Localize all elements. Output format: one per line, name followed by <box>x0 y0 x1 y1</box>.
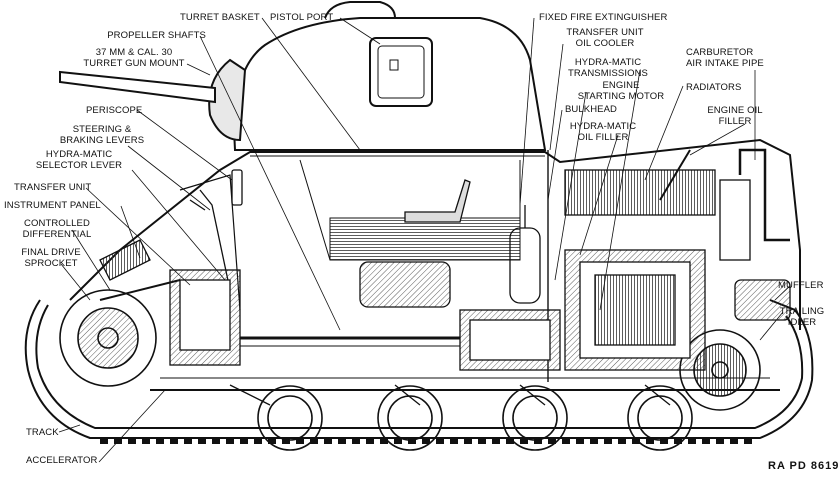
label-muffler: MUFFLER <box>778 280 824 291</box>
track-link <box>478 438 486 444</box>
track-link <box>156 438 164 444</box>
track-link <box>702 438 710 444</box>
label-fixed-fire-extinguisher: FIXED FIRE EXTINGUISHER <box>539 12 668 23</box>
track-link <box>520 438 528 444</box>
final-drive-sprocket <box>59 289 157 387</box>
track-link <box>128 438 136 444</box>
track-link <box>492 438 500 444</box>
label-turret-gun-mount: 37 MM & CAL. 30 TURRET GUN MOUNT <box>83 47 185 69</box>
label-radiators: RADIATORS <box>686 82 742 93</box>
track-link <box>688 438 696 444</box>
label-periscope: PERISCOPE <box>86 105 143 116</box>
label-engine-oil-filler: ENGINE OIL FILLER <box>707 105 763 127</box>
label-controlled-differential: CONTROLLED DIFFERENTIAL <box>22 218 92 240</box>
label-propeller-shafts: PROPELLER SHAFTS <box>107 30 206 41</box>
track-link <box>100 438 108 444</box>
label-pistol-port: PISTOL PORT <box>270 12 334 23</box>
track-link <box>184 438 192 444</box>
track-link <box>548 438 556 444</box>
track-link <box>450 438 458 444</box>
label-final-drive-sprocket: FINAL DRIVE SPROCKET <box>21 247 81 269</box>
label-hydramatic-selector-lever: HYDRA-MATIC SELECTOR LEVER <box>35 149 123 171</box>
label-bulkhead: BULKHEAD <box>565 104 618 115</box>
track-link <box>310 438 318 444</box>
label-accelerator: ACCELERATOR <box>26 455 98 466</box>
label-hydramatic-oil-filler: HYDRA-MATIC OIL FILLER <box>569 121 637 143</box>
label-hydramatic-transmissions: HYDRA-MATIC TRANSMISSIONS <box>568 57 648 79</box>
track-link <box>198 438 206 444</box>
track-link <box>534 438 542 444</box>
track-link <box>170 438 178 444</box>
label-transfer-unit-oil-cooler: TRANSFER UNIT OIL COOLER <box>566 27 644 49</box>
track-link <box>268 438 276 444</box>
track-link <box>296 438 304 444</box>
label-trailing-idler: TRAILING IDLER <box>779 306 825 328</box>
figure-code: RA PD 8619 <box>768 460 838 472</box>
turret <box>59 1 547 157</box>
leader-lines <box>58 17 791 463</box>
track-link <box>744 438 752 444</box>
track-link <box>716 438 724 444</box>
track-link <box>324 438 332 444</box>
track-link <box>674 438 682 444</box>
track-link <box>562 438 570 444</box>
track-link <box>464 438 472 444</box>
label-transfer-unit: TRANSFER UNIT <box>14 182 92 193</box>
track-link <box>646 438 654 444</box>
track-link <box>506 438 514 444</box>
track-link <box>240 438 248 444</box>
track-link <box>254 438 262 444</box>
track-link <box>618 438 626 444</box>
track-links <box>100 438 752 444</box>
label-engine-starting-motor: ENGINE STARTING MOTOR <box>577 80 665 102</box>
track-link <box>604 438 612 444</box>
hull <box>69 138 801 391</box>
track-link <box>590 438 598 444</box>
interior <box>99 148 791 406</box>
label-turret-basket: TURRET BASKET <box>180 12 260 23</box>
track-link <box>352 438 360 444</box>
track-link <box>338 438 346 444</box>
track-link <box>380 438 388 444</box>
track-link <box>394 438 402 444</box>
label-carburetor-air-intake-pipe: CARBURETOR AIR INTAKE PIPE <box>686 47 764 69</box>
track-link <box>408 438 416 444</box>
track-link <box>436 438 444 444</box>
label-steering-braking-levers: STEERING & BRAKING LEVERS <box>59 124 145 146</box>
road-wheels <box>257 385 693 451</box>
track-link <box>730 438 738 444</box>
track-link <box>422 438 430 444</box>
track-link <box>576 438 584 444</box>
track-link <box>282 438 290 444</box>
track-link <box>632 438 640 444</box>
track-link <box>142 438 150 444</box>
label-track: TRACK <box>26 427 59 438</box>
track-link <box>226 438 234 444</box>
label-instrument-panel: INSTRUMENT PANEL <box>4 200 101 211</box>
track-link <box>660 438 668 444</box>
track-link <box>212 438 220 444</box>
track-link <box>366 438 374 444</box>
